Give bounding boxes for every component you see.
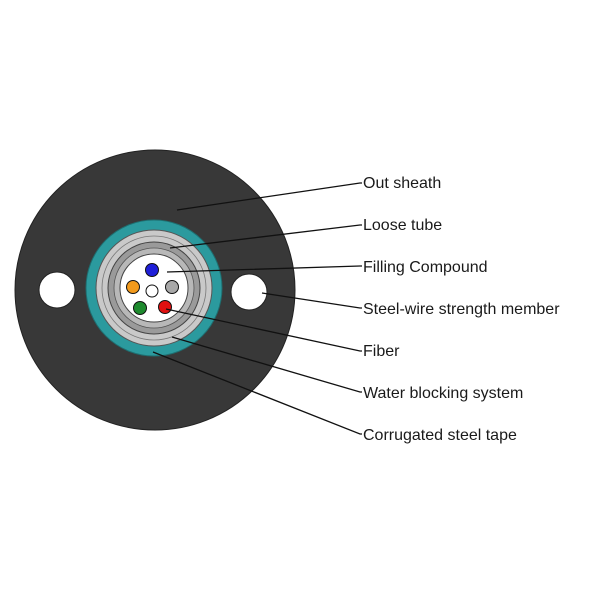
fiber-green xyxy=(133,301,147,315)
label-steel-wire: Steel-wire strength member xyxy=(363,301,560,318)
label-filling-compound: Filling Compound xyxy=(363,259,488,276)
leader-steel-wire xyxy=(261,292,362,309)
leader-water-blocking xyxy=(171,336,362,393)
fiber-gray xyxy=(165,280,179,294)
leader-out-sheath xyxy=(176,182,362,211)
leader-filling-compound xyxy=(166,265,362,273)
corrugated-steel-tape-inner xyxy=(101,235,207,341)
fiber-red xyxy=(158,300,172,314)
fiber-orange xyxy=(126,280,140,294)
leader-fiber xyxy=(165,308,362,352)
steel-wire-left xyxy=(38,271,76,309)
label-corrugated-tape: Corrugated steel tape xyxy=(363,427,517,444)
label-loose-tube: Loose tube xyxy=(363,217,442,234)
leader-loose-tube xyxy=(169,224,362,249)
steel-wire-right xyxy=(230,273,268,311)
fiber-blue xyxy=(145,263,159,277)
label-out-sheath: Out sheath xyxy=(363,175,441,192)
leader-corrugated-tape xyxy=(152,351,362,435)
fiber-center xyxy=(145,284,159,298)
label-water-blocking: Water blocking system xyxy=(363,385,523,402)
label-fiber: Fiber xyxy=(363,343,400,360)
